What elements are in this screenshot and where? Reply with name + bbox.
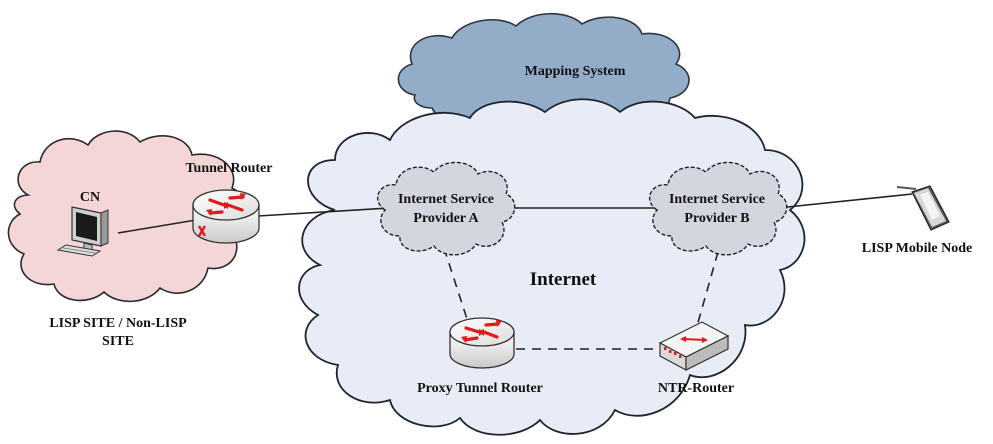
link-isp-b-ntr-dashed	[696, 251, 719, 327]
isp-a-label-line1: Internet Service	[398, 192, 494, 207]
isp-b-cloud: Internet Service Provider B	[648, 161, 788, 256]
internet-label: Internet	[530, 269, 597, 290]
computer-icon	[56, 206, 109, 257]
link-tunnel-router-isp-a	[257, 207, 391, 217]
lisp-site-label-line1: LISP SITE / Non-LISP	[49, 316, 187, 331]
proxy-tunnel-router-icon	[449, 317, 515, 369]
lisp-site-label-line2: SITE	[102, 334, 134, 349]
isp-a-label-line2: Provider A	[413, 211, 479, 226]
isp-b-label-line1: Internet Service	[669, 192, 765, 207]
ntr-router-icon	[658, 321, 730, 372]
mobile-node-label: LISP Mobile Node	[862, 241, 972, 256]
link-isp-a-proxy-dashed	[443, 247, 469, 323]
link-cn-tunnel-router	[117, 219, 197, 234]
link-isp-b-mobile-node	[777, 193, 913, 209]
ntr-router-label: NTR-Router	[658, 381, 734, 396]
links	[117, 193, 913, 350]
tunnel-router-label: Tunnel Router	[185, 161, 272, 176]
lisp-site-cloud	[7, 130, 248, 303]
proxy-tunnel-router-label: Proxy Tunnel Router	[417, 381, 543, 396]
isp-b-label-line2: Provider B	[684, 211, 749, 226]
cn-label: CN	[80, 190, 100, 205]
isp-a-cloud: Internet Service Provider A	[376, 161, 516, 256]
mapping-system-label: Mapping System	[525, 64, 626, 79]
mobile-node-icon	[896, 185, 950, 231]
tunnel-router-icon	[192, 189, 260, 244]
